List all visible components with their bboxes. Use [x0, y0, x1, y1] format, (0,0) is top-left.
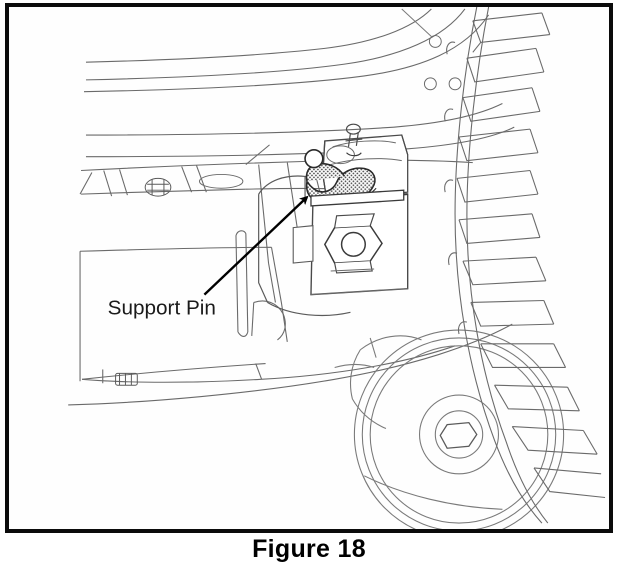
hood-contour-lines	[83, 8, 515, 158]
hole-markers	[423, 35, 462, 91]
figure-caption-bar: Figure 18	[5, 535, 613, 563]
pulley-mount-arm	[334, 335, 422, 430]
hex-bolt	[323, 213, 383, 274]
oval-slot	[198, 173, 244, 189]
deck-panel	[68, 323, 513, 406]
tractor-tire	[444, 7, 606, 524]
callout-leader[interactable]	[203, 195, 309, 296]
tire-ground-line	[364, 475, 503, 510]
small-fastener-lower	[115, 372, 138, 386]
pin-retainer-bar	[310, 189, 405, 207]
small-fastener-upper	[144, 177, 172, 197]
figure-frame-border: Support Pin	[5, 3, 613, 533]
diagonal-reference-line	[401, 8, 432, 37]
pulley-wheel	[353, 329, 565, 529]
figure-caption: Figure 18	[252, 535, 366, 563]
mounting-bracket	[258, 175, 351, 316]
bracket-vertical-post	[235, 230, 286, 341]
upper-frame-rails	[79, 144, 473, 197]
callout-label-support-pin: Support Pin	[108, 296, 216, 319]
support-pin-ball-knob	[304, 149, 324, 169]
technical-line-drawing: Support Pin	[68, 7, 606, 529]
pin-latch-top	[345, 123, 363, 157]
center-body-panel	[79, 160, 324, 382]
